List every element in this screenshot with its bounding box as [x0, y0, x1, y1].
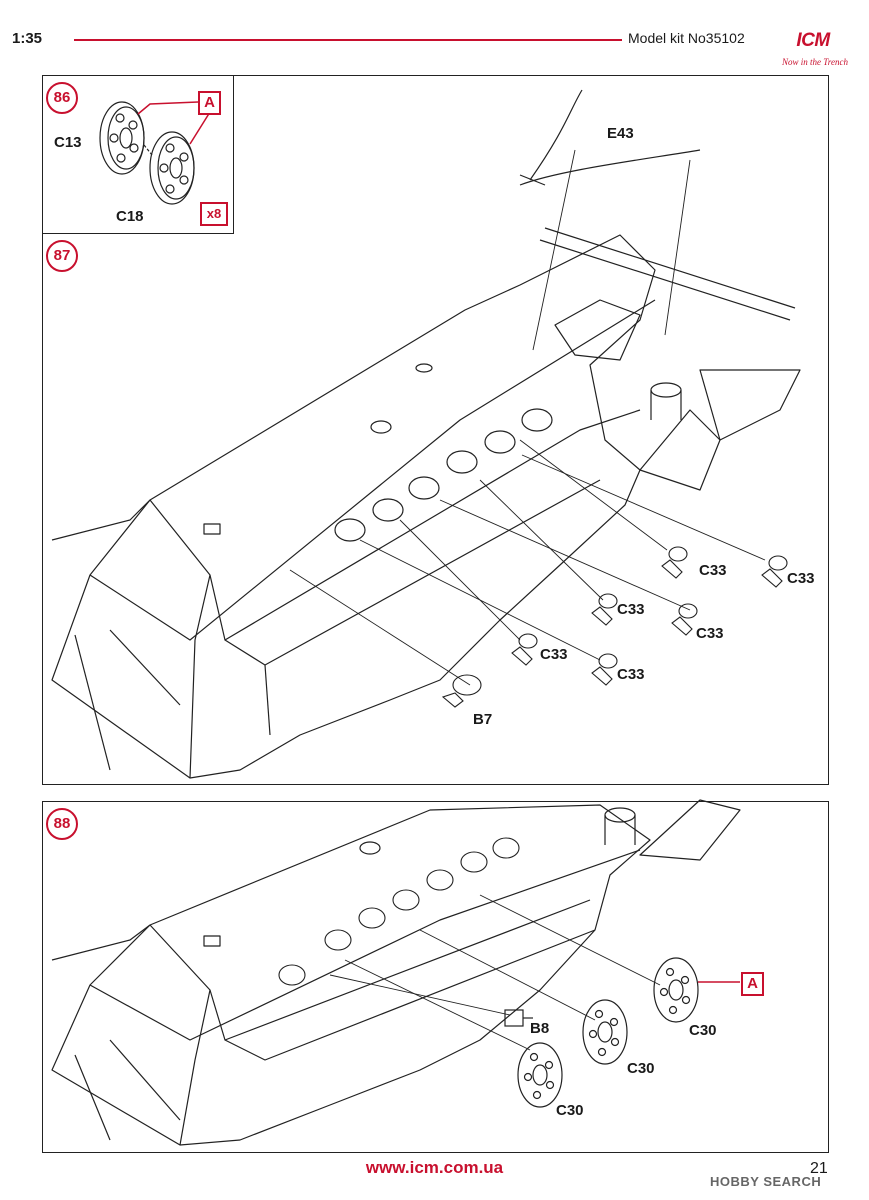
hull-drawing-88	[51, 799, 741, 1146]
road-wheels-c30	[504, 957, 699, 1108]
installed-arms-88	[278, 837, 520, 986]
part-label-c30: C30	[556, 1102, 584, 1119]
multiplier-badge: x8	[200, 202, 228, 226]
part-label-c33: C33	[617, 601, 645, 618]
part-label-c30: C30	[689, 1022, 717, 1039]
part-label-c33: C33	[699, 562, 727, 579]
arm-parts-c33	[441, 546, 788, 708]
page-number: 21	[810, 1160, 828, 1177]
part-label-c18: C18	[116, 208, 144, 225]
part-label-c33: C33	[617, 666, 645, 683]
part-label-c33: C33	[696, 625, 724, 642]
road-wheel-c13-drawing	[99, 101, 145, 175]
part-label-c33: C33	[540, 646, 568, 663]
road-wheel-c18-drawing	[149, 131, 195, 205]
part-label-c33: C33	[787, 570, 815, 587]
step-number-88: 88	[46, 808, 78, 840]
scale-label: 1:35	[12, 30, 43, 47]
part-label-e43: E43	[607, 125, 634, 142]
wheel-mounts-87	[334, 408, 553, 542]
header-rule	[74, 39, 622, 41]
part-label-c30: C30	[627, 1060, 655, 1077]
watermark: HOBBY SEARCH	[710, 1174, 822, 1189]
step-number-86: 86	[46, 82, 78, 114]
part-label-b8: B8	[530, 1020, 550, 1037]
icm-logo: ICM	[796, 30, 830, 51]
part-label-c13: C13	[54, 134, 82, 151]
step-number-87: 87	[46, 240, 78, 272]
step-88-frame	[42, 801, 829, 1153]
callout-a-88: A	[741, 972, 764, 996]
kit-number: Model kit No35102	[628, 30, 745, 46]
logo-tagline: Now in the Trench	[782, 57, 848, 67]
website-link[interactable]: www.icm.com.ua	[365, 1158, 504, 1177]
callout-a-86: A	[198, 91, 221, 115]
hull-drawing-87	[51, 89, 801, 779]
part-label-b7: B7	[473, 711, 493, 728]
step-87-frame	[42, 75, 829, 785]
